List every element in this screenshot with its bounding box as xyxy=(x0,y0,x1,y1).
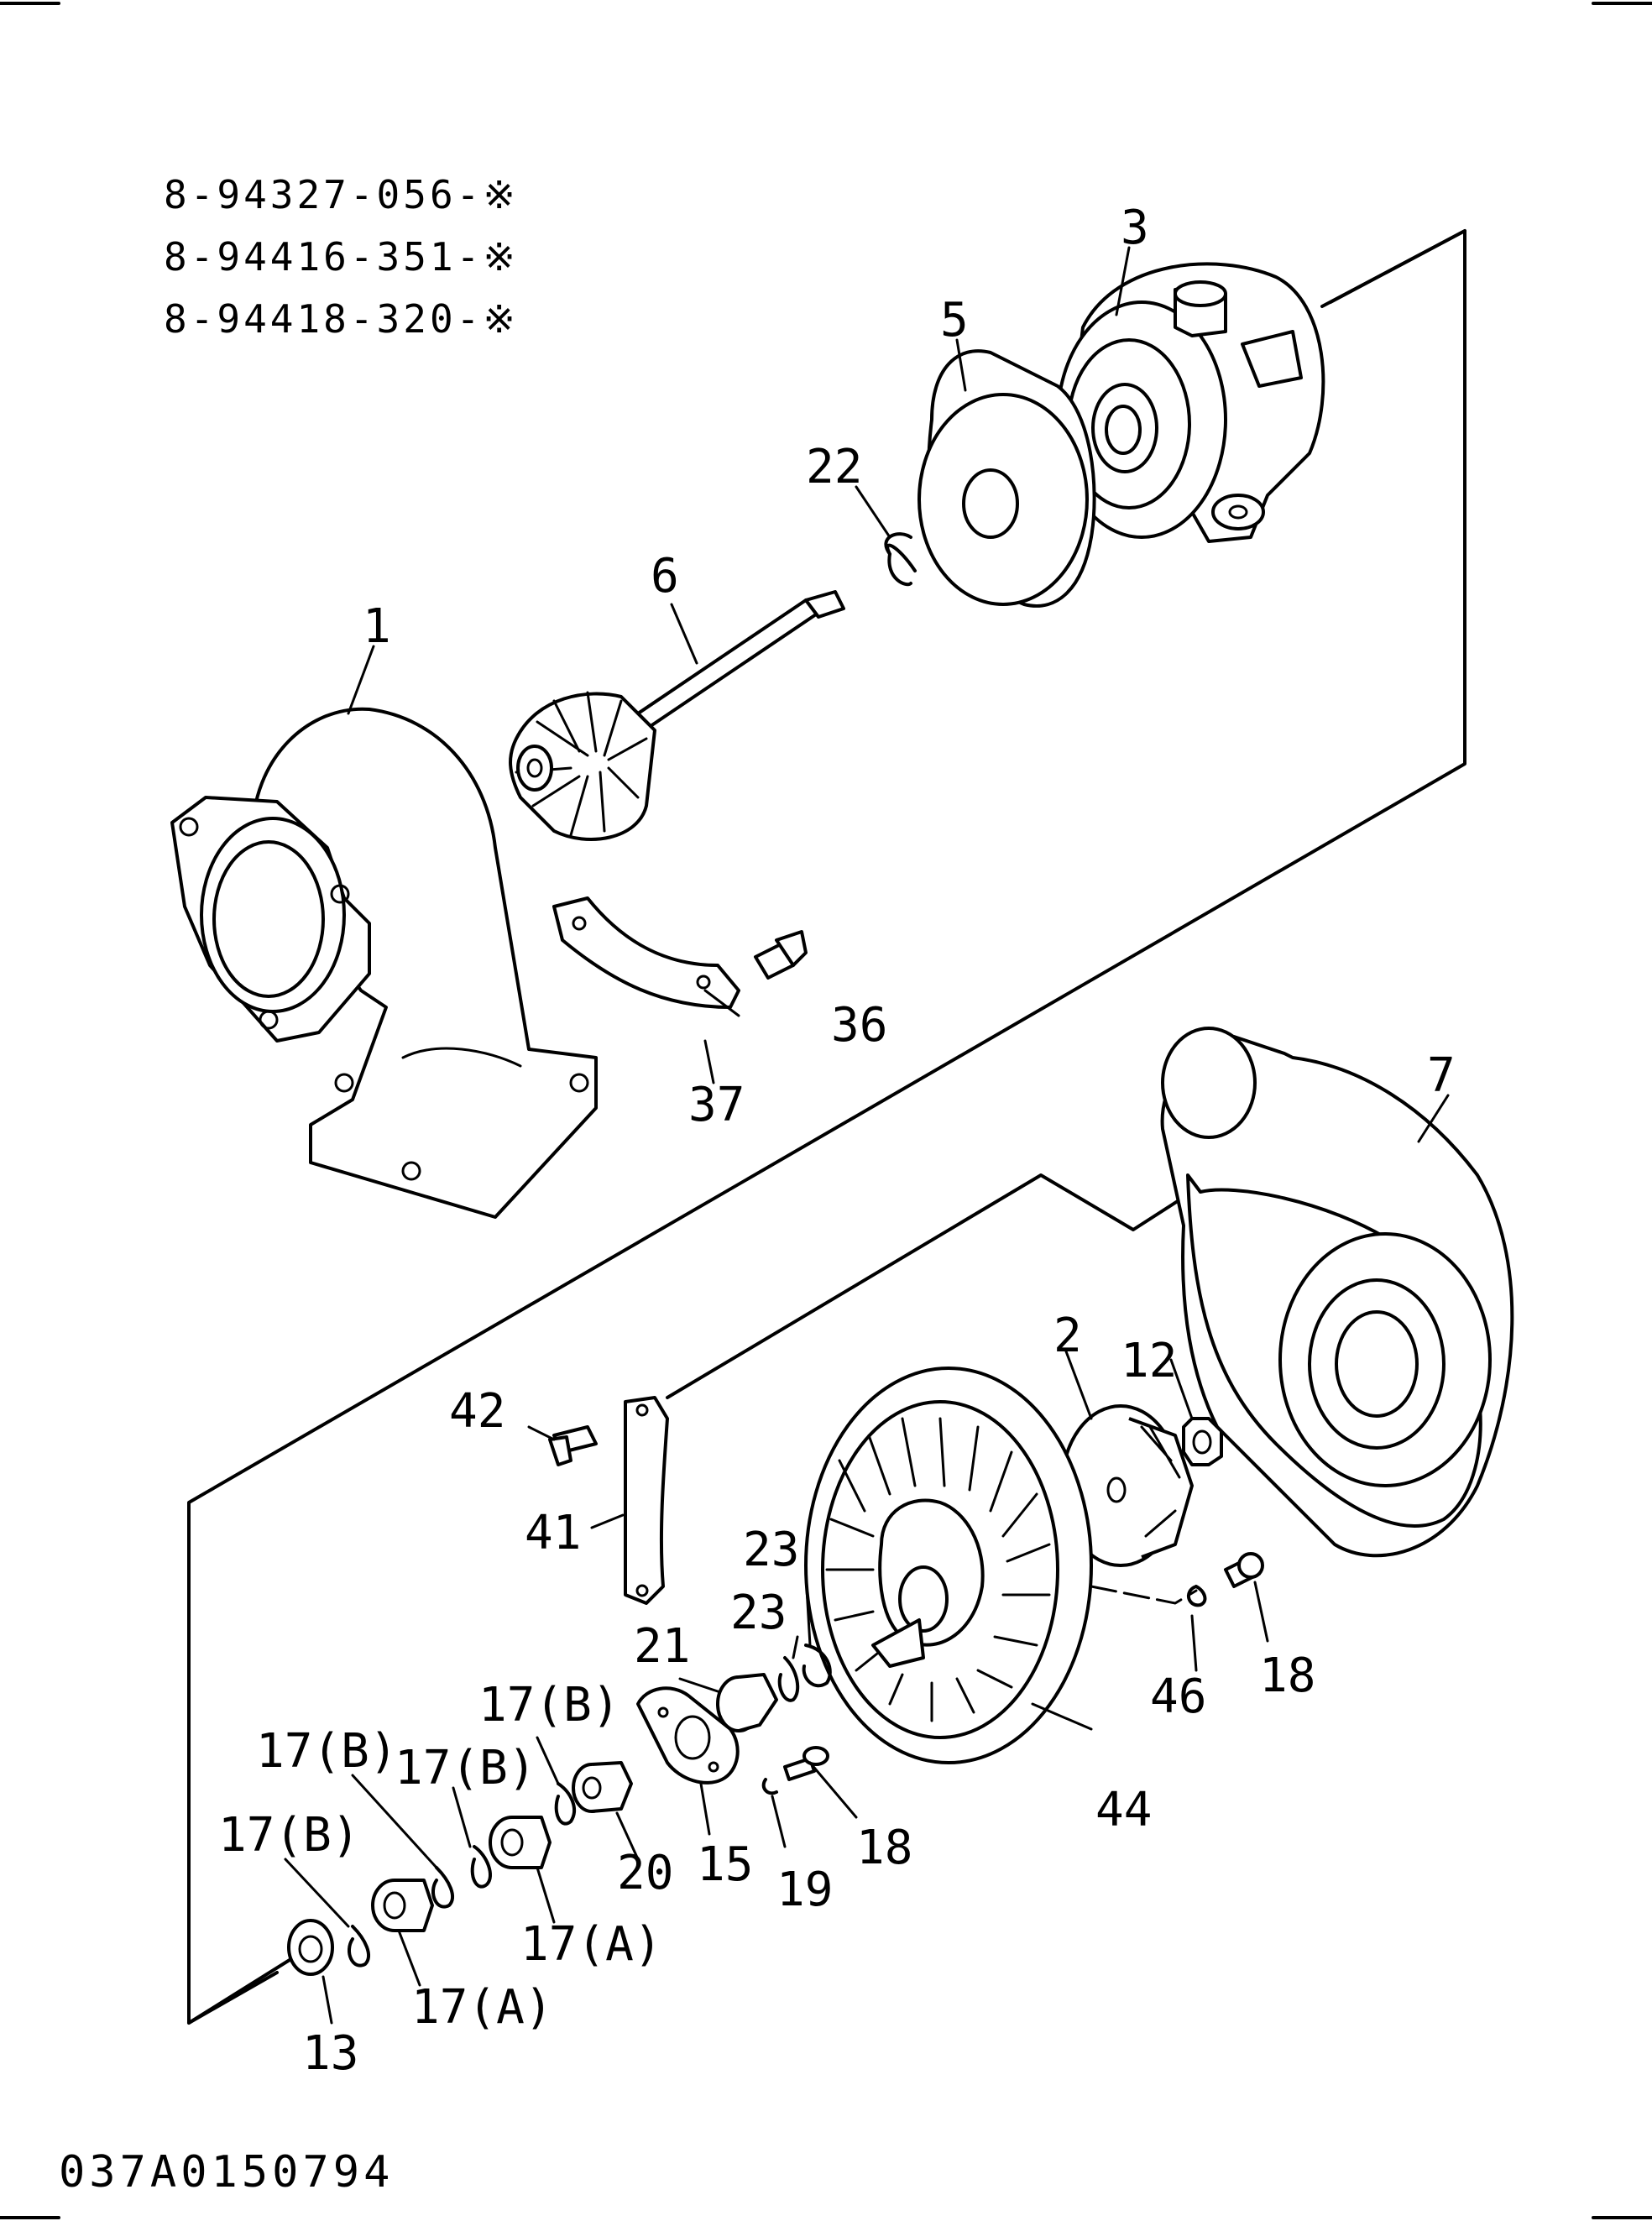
callout-6: 6 xyxy=(651,549,679,604)
leader-lines xyxy=(284,246,1450,2025)
heat-shield-37 xyxy=(552,896,740,1009)
part-number-3: 8-94418-320-※ xyxy=(164,296,519,342)
callout-17b-4: 17(B) xyxy=(218,1808,360,1863)
compressor-wheel-part xyxy=(1060,1404,1194,1567)
ring-17b-3 xyxy=(431,1866,454,1909)
compressor-housing-part xyxy=(1160,1027,1514,1558)
turbine-shaft-part xyxy=(509,590,845,841)
ring-23a xyxy=(777,1656,800,1702)
callout-41: 41 xyxy=(525,1506,581,1560)
callout-17b-1: 17(B) xyxy=(478,1678,620,1732)
bearing-17a-1 xyxy=(489,1816,552,1869)
callout-42: 42 xyxy=(449,1384,505,1439)
collar-20 xyxy=(572,1761,633,1813)
ring-17b-4 xyxy=(348,1925,370,1968)
callout-22: 22 xyxy=(806,440,862,494)
callout-46: 46 xyxy=(1150,1670,1206,1724)
callout-17b-2: 17(B) xyxy=(395,1741,536,1795)
callouts: 1 2 3 5 6 7 12 13 15 17(A) 17(A) 17(B) 1… xyxy=(218,201,1456,2081)
part-number-1: 8-94327-056-※ xyxy=(164,172,519,217)
turbine-housing-part xyxy=(170,707,598,1219)
thrust-bearing-15 xyxy=(636,1686,740,1785)
seal-plate-part xyxy=(917,349,1096,608)
callout-37: 37 xyxy=(688,1078,745,1132)
callout-21: 21 xyxy=(634,1619,690,1674)
callout-13: 13 xyxy=(302,2026,358,2081)
thrust-collar-21 xyxy=(716,1673,778,1732)
callout-3: 3 xyxy=(1121,201,1149,255)
callout-15: 15 xyxy=(697,1837,753,1892)
snap-ring-22 xyxy=(884,532,917,587)
screw-18-lower xyxy=(783,1746,829,1781)
callout-20: 20 xyxy=(617,1846,673,1900)
callout-2: 2 xyxy=(1053,1309,1082,1363)
callout-36: 36 xyxy=(831,998,887,1053)
oil-seal-13 xyxy=(287,1919,334,1976)
bolt-36 xyxy=(754,930,808,980)
callout-5: 5 xyxy=(940,293,969,348)
bolt-42 xyxy=(548,1425,598,1466)
screw-18-upper xyxy=(1224,1552,1264,1588)
bearing-17a-2 xyxy=(371,1879,434,1932)
nut-12 xyxy=(1182,1417,1223,1466)
center-housing-part xyxy=(1056,262,1325,543)
callout-44: 44 xyxy=(1095,1783,1152,1837)
ring-17b-1 xyxy=(554,1782,576,1826)
washer-46 xyxy=(1187,1585,1207,1607)
compressor-backplate-44 xyxy=(804,1367,1093,1764)
callout-23-right: 23 xyxy=(743,1523,799,1577)
callout-17a-1: 17(A) xyxy=(520,1917,662,1972)
ring-23b xyxy=(802,1644,832,1688)
ring-17b-2 xyxy=(470,1845,492,1889)
callout-18-upper: 18 xyxy=(1259,1649,1315,1703)
part-number-2: 8-94416-351-※ xyxy=(164,234,519,280)
callout-7: 7 xyxy=(1427,1048,1456,1103)
callout-17a-2: 17(A) xyxy=(411,1980,553,2035)
callout-1: 1 xyxy=(363,599,391,654)
callout-12: 12 xyxy=(1121,1334,1177,1388)
callout-23-left: 23 xyxy=(730,1586,787,1640)
callout-17b-3: 17(B) xyxy=(256,1724,398,1779)
callout-19: 19 xyxy=(776,1863,833,1917)
washer-19 xyxy=(761,1778,778,1795)
callout-18-lower: 18 xyxy=(856,1821,912,1875)
heat-shield-41 xyxy=(623,1396,669,1605)
drawing-code: 037A0150794 xyxy=(59,2147,394,2197)
